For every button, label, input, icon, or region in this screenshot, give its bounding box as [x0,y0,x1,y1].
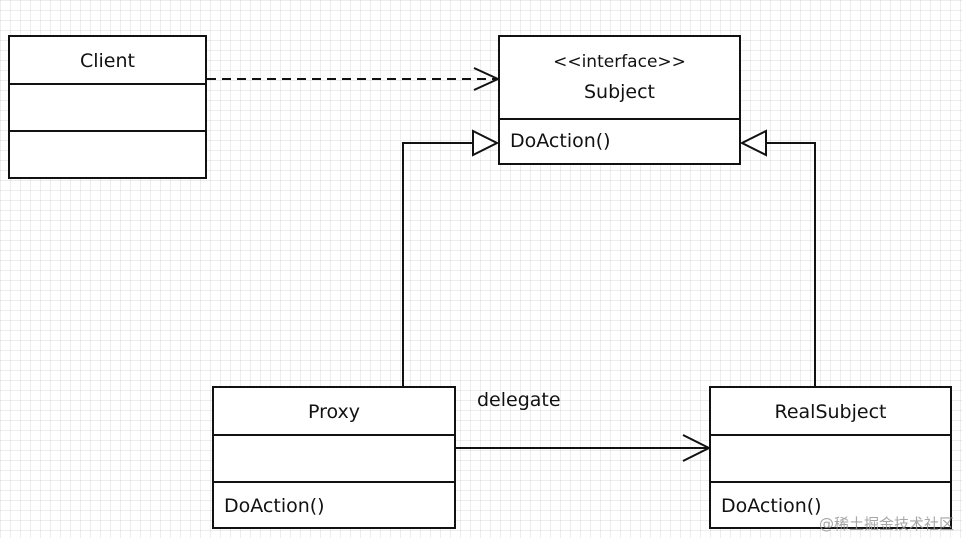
proxy-divider-1 [214,434,454,436]
proxy-class-name: Proxy [307,401,361,423]
subject-interface[interactable]: <<interface>> Subject DoAction() [498,35,741,165]
proxy-divider-2 [214,481,454,483]
proxy-class[interactable]: Proxy DoAction() [212,386,456,529]
realsubject-operation: DoAction() [721,495,822,517]
proxy-realsubject-delegate [456,434,712,462]
client-subject-dependency [207,67,501,91]
proxy-operation: DoAction() [224,495,325,517]
proxy-subject-generalization [402,129,500,386]
client-divider-2 [10,130,205,132]
realsubject-class[interactable]: RealSubject DoAction() [709,386,952,529]
delegate-label: delegate [477,389,561,411]
watermark-text: @稀土掘金技术社区 [818,515,954,533]
realsubject-divider-1 [711,434,950,436]
subject-class-name: Subject [583,81,656,103]
subject-operation: DoAction() [510,130,611,152]
realsubject-subject-generalization [739,129,816,386]
realsubject-divider-2 [711,481,950,483]
subject-divider [500,118,739,120]
client-class-name: Client [79,50,135,72]
client-class[interactable]: Client [8,35,207,179]
client-divider-1 [10,83,205,85]
realsubject-class-name: RealSubject [774,401,887,423]
subject-stereotype: <<interface>> [553,52,686,72]
